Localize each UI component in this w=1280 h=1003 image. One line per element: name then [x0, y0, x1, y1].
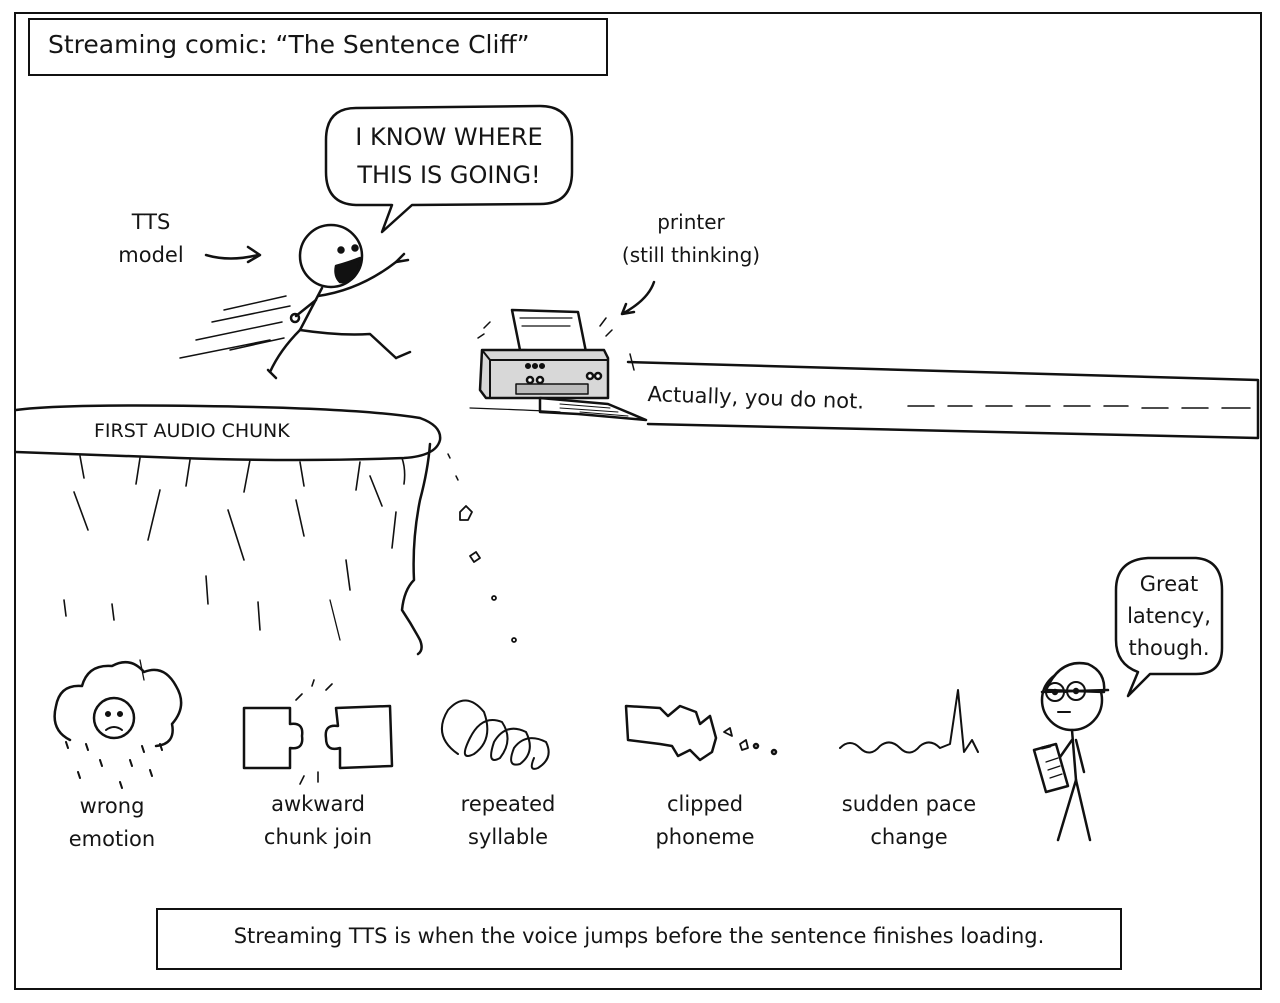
cliff-label: FIRST AUDIO CHUNK — [94, 420, 290, 442]
paper-strip — [626, 353, 1260, 440]
artifact-label-awkward-chunk-join: awkward chunk join — [248, 788, 388, 854]
engineer-speech-bubble — [1114, 556, 1224, 698]
tts-label-line: TTS — [131, 210, 171, 234]
title-box — [28, 18, 608, 76]
mismatched-puzzle-pieces-icon — [242, 679, 394, 785]
engineer-stick-figure — [1032, 661, 1110, 842]
tts-speech-bubble — [324, 104, 574, 234]
printer-icon — [469, 308, 648, 422]
artifact-label-line: sudden pace — [841, 792, 977, 816]
broken-chunk-icon — [624, 704, 778, 762]
tts-speech-text: I KNOW WHERE THIS IS GOING! — [326, 118, 572, 194]
artifact-label-line: clipped — [666, 792, 744, 816]
engineer-speech-line: latency, — [1127, 604, 1211, 628]
falling-debris — [447, 453, 517, 643]
comic-title: Streaming comic: “The Sentence Cliff” — [48, 30, 530, 59]
artifact-label-line: chunk join — [263, 825, 373, 849]
artifact-label-line: syllable — [468, 825, 548, 849]
caption-box — [156, 908, 1122, 970]
printer-label-arrow — [620, 280, 656, 316]
artifact-label-repeated-syllable: repeated syllable — [440, 788, 576, 854]
spiral-loops-icon — [440, 699, 550, 770]
tts-label-arrow — [204, 245, 262, 264]
engineer-speech-text: Great latency, though. — [1116, 568, 1222, 664]
artifact-label-line: wrong — [79, 794, 145, 818]
artifact-label-wrong-emotion: wrong emotion — [52, 790, 172, 856]
engineer-speech-line: though. — [1128, 636, 1210, 660]
artifact-label-sudden-pace-change: sudden pace change — [830, 788, 988, 854]
engineer-speech-line: Great — [1139, 572, 1199, 596]
waveform-spike-icon — [839, 689, 979, 754]
printer-label-line: (still thinking) — [621, 243, 761, 267]
tts-model-stick-figure — [179, 223, 412, 380]
cliff — [14, 404, 442, 681]
caption-text: Streaming TTS is when the voice jumps be… — [233, 924, 1045, 948]
tts-speech-line: THIS IS GOING! — [357, 161, 541, 189]
artifact-label-line: phoneme — [655, 825, 755, 849]
tts-model-label: TTS model — [96, 206, 206, 272]
printer-label-line: printer — [657, 210, 725, 234]
tts-speech-line: I KNOW WHERE — [355, 123, 543, 151]
artifact-label-line: awkward — [271, 792, 365, 816]
printer-label: printer (still thinking) — [606, 206, 776, 272]
artifact-label-line: repeated — [460, 792, 556, 816]
artifact-label-clipped-phoneme: clipped phoneme — [638, 788, 772, 854]
artifact-label-line: change — [870, 825, 948, 849]
comic-frame — [14, 12, 1262, 990]
tts-label-line: model — [118, 243, 184, 267]
storm-cloud-sad-face-icon — [53, 660, 183, 789]
artifact-label-line: emotion — [68, 827, 156, 851]
